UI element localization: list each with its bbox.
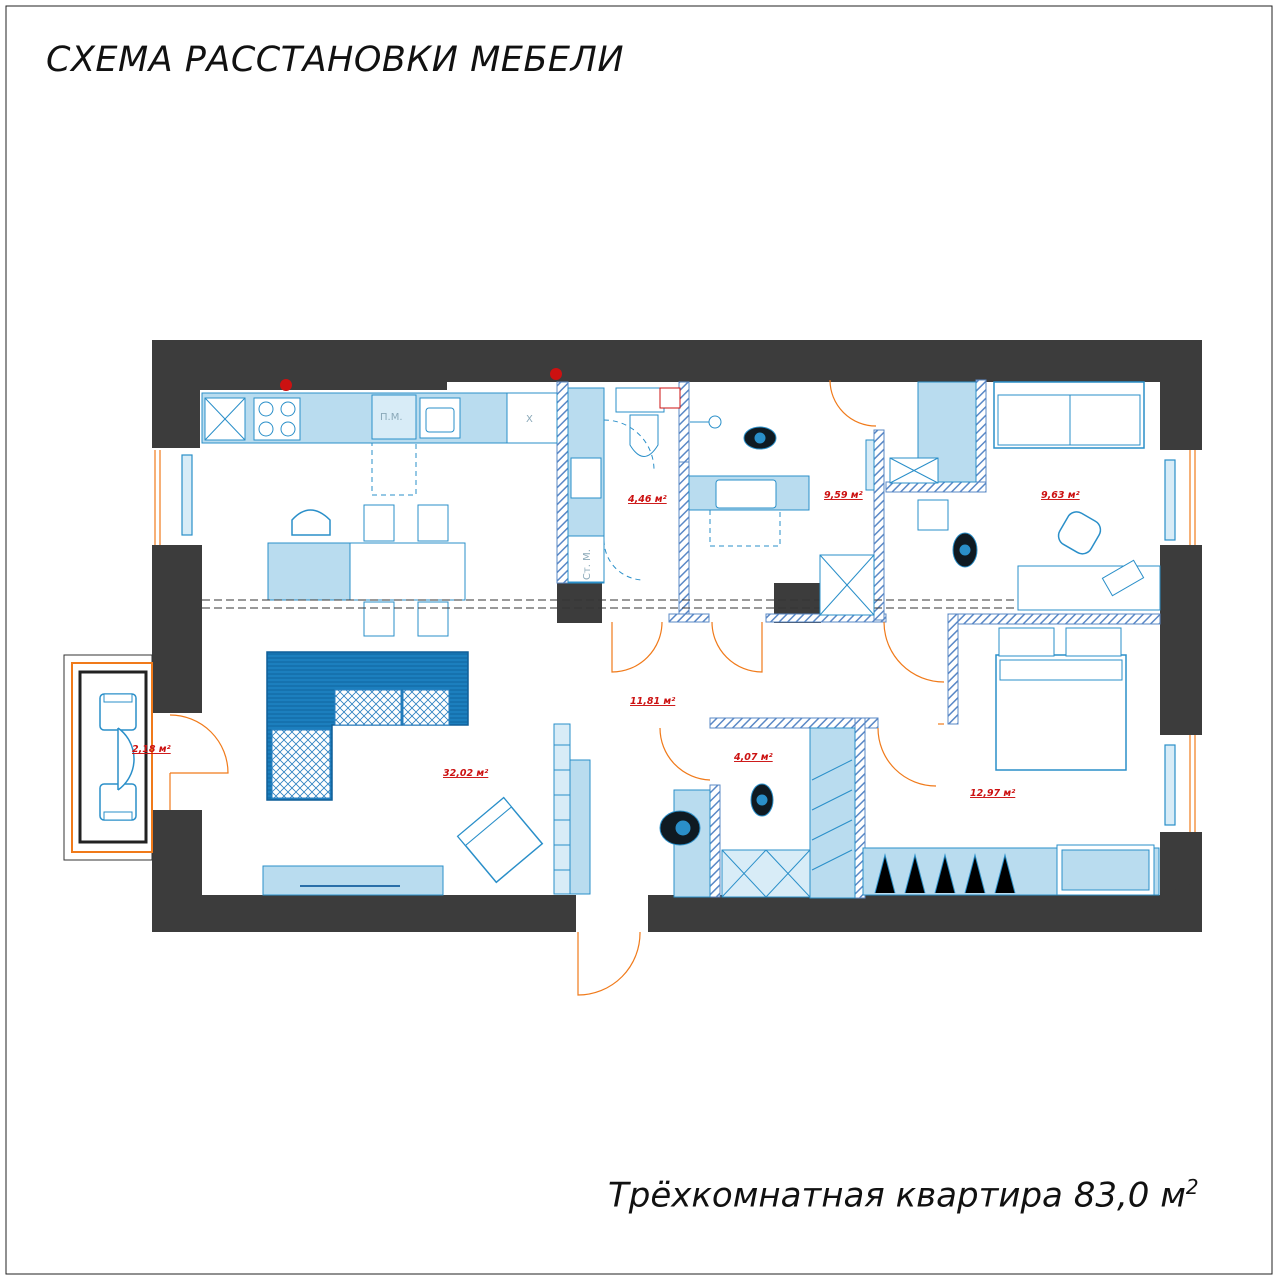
area-bathroom: 4,46 м² <box>627 494 668 505</box>
area-hallway: 11,81 м² <box>630 696 676 707</box>
riser-markers <box>280 368 562 391</box>
fridge-label: Х <box>526 414 533 425</box>
area-bedroom-main: 12,97 м² <box>970 788 1016 799</box>
doors <box>577 379 945 996</box>
washer-label: Ст. М. <box>582 549 593 580</box>
bedroom-main-furniture <box>862 627 1160 896</box>
area-loggia: 2,18 м² <box>132 744 172 755</box>
area-toilet: 9,59 м² <box>824 490 864 501</box>
sheet-border <box>5 5 1273 1275</box>
exterior-walls <box>152 340 1202 932</box>
subtitle-text: Трёхкомнатная квартира 83,0 м <box>608 1175 1186 1216</box>
area-living: 32,02 м² <box>443 768 489 779</box>
beam-line <box>202 599 1160 609</box>
people-figures <box>659 426 978 846</box>
loggia <box>63 654 229 861</box>
bedroom-small-furniture <box>889 381 1161 611</box>
plan-subtitle: Трёхкомнатная квартира 83,0 м2 <box>608 1175 1199 1215</box>
area-bedroom-small: 9,63 м² <box>1041 490 1081 501</box>
dishwasher-label: П.М. <box>380 412 403 423</box>
partitions <box>556 379 1161 899</box>
toilet-room <box>688 415 875 616</box>
kitchen <box>201 392 558 637</box>
bathroom <box>567 387 681 584</box>
windows <box>154 450 1196 832</box>
plan-title: СХЕМА РАССТАНОВКИ МЕБЕЛИ <box>46 40 625 80</box>
living <box>262 651 591 896</box>
area-wardrobe: 4,07 м² <box>733 752 774 763</box>
subtitle-sup: 2 <box>1185 1175 1199 1199</box>
